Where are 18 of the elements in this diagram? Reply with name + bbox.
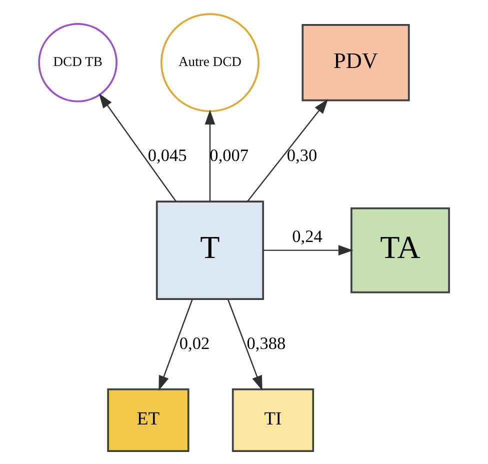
edge-label: 0,02: [179, 333, 210, 352]
edge-label: 0,30: [286, 146, 318, 164]
arrow: [247, 98, 328, 202]
edge-label: 0,045: [148, 146, 187, 164]
arrow: [158, 298, 193, 390]
node-circle: DCD TB: [38, 22, 118, 102]
arrow: [227, 298, 262, 390]
node-box: PDV: [302, 24, 410, 101]
node-box: TI: [232, 388, 314, 452]
arrow: [98, 92, 176, 202]
node-circle: Autre DCD: [160, 12, 260, 112]
node-box: TA: [350, 206, 450, 293]
arrow: [204, 109, 216, 201]
node-box: T: [156, 200, 264, 300]
edge-label: 0,388: [246, 333, 286, 352]
edge-label: 0,24: [292, 226, 322, 246]
arrow: [263, 244, 354, 256]
node-box: ET: [107, 388, 190, 452]
